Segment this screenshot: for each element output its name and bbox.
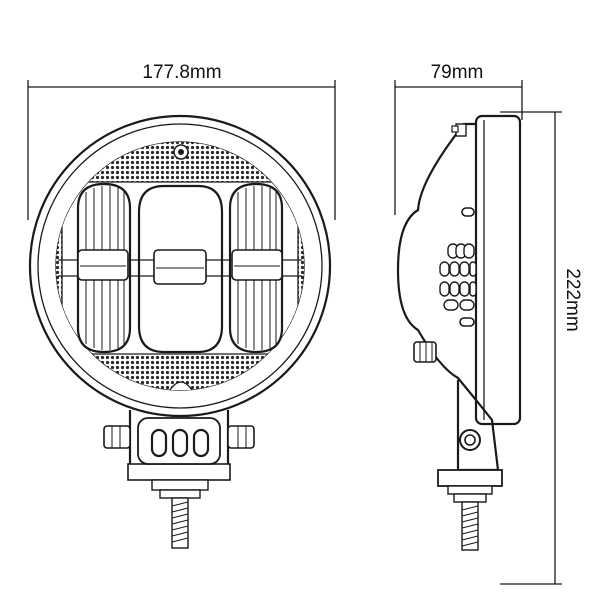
depth-dimension: 79mm [394,62,523,215]
led-strip [58,249,302,285]
height-dimension: 222mm [500,111,583,585]
bolt-head-right [227,425,255,449]
bracket-slot-3 [192,428,210,458]
side-mount-stud [447,485,493,551]
reflector-pod-center [137,184,224,354]
side-view [396,114,522,551]
side-cooling-fins [439,207,477,327]
bolt-head-left [103,425,131,449]
side-cable-gland-icon [413,341,437,363]
height-label: 222mm [562,268,583,331]
bracket-base [127,463,231,481]
bottom-notch [169,381,193,391]
led-chip-center [153,249,207,285]
side-breather-icon [451,123,467,137]
front-mount-stud [151,479,209,549]
inner-housing-ring [37,123,323,409]
front-view [28,114,332,549]
bracket-slot-1 [150,428,168,458]
led-chip-right [231,249,283,281]
side-lens-face [474,114,522,426]
side-mount-bracket [437,380,503,487]
outer-housing-ring [28,114,332,418]
width-dimension: 177.8mm [27,62,336,220]
bracket-slot-2 [171,428,189,458]
front-mount-bracket [103,410,255,481]
depth-label: 79mm [431,62,484,83]
led-chip-left [77,249,129,281]
width-label: 177.8mm [142,62,221,83]
